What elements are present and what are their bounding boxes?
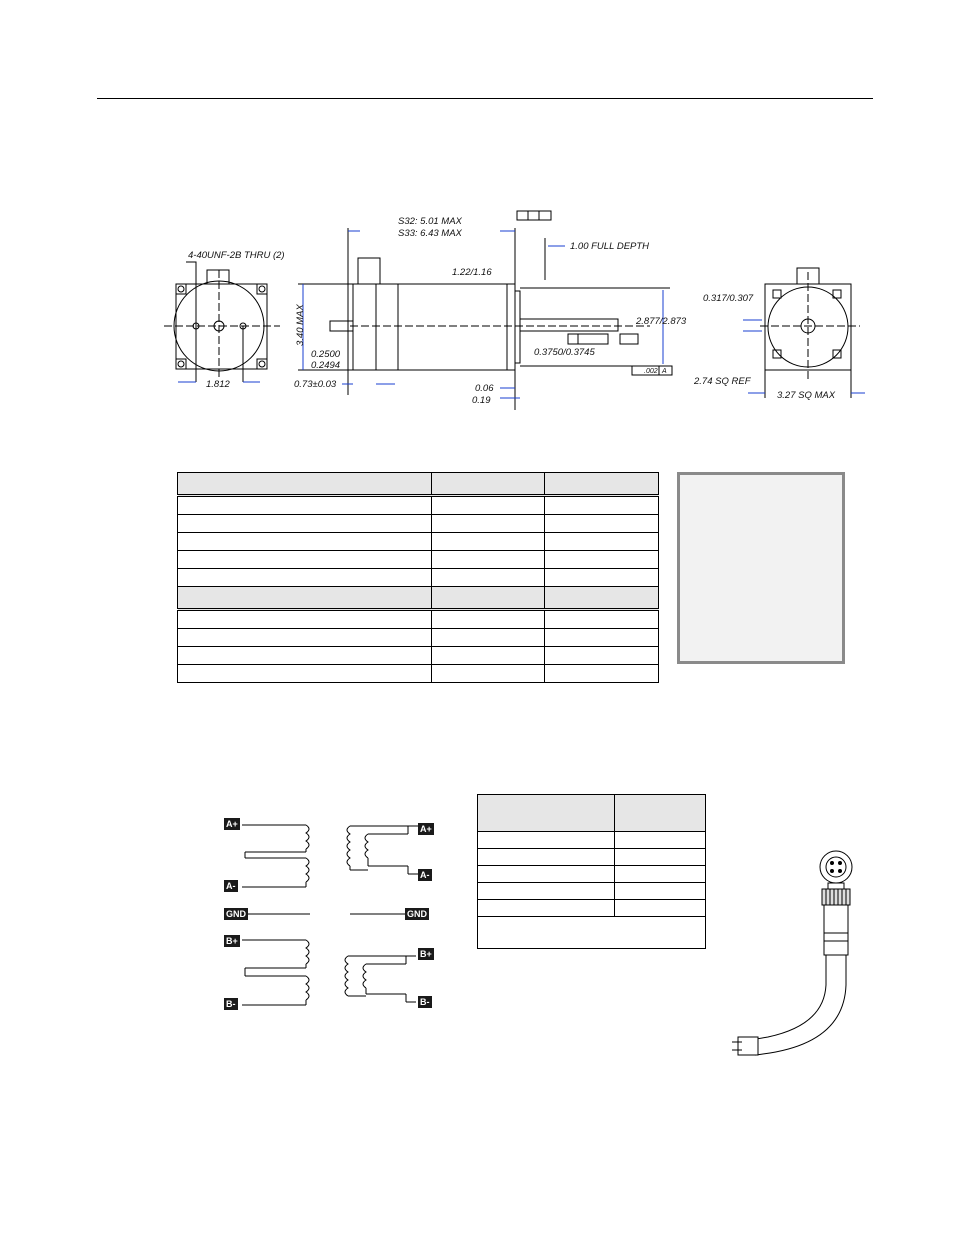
spec-table bbox=[177, 472, 659, 683]
dim-step-1: 0.06 bbox=[475, 383, 494, 394]
dim-sq-ref: 2.74 SQ REF bbox=[693, 376, 752, 387]
dim-height-max: 3.40 MAX bbox=[295, 304, 306, 346]
dim-full-depth: 1.00 FULL DEPTH bbox=[570, 241, 649, 252]
wire-label-a-minus-left: A- bbox=[224, 880, 238, 892]
table-row bbox=[477, 848, 707, 866]
table-row bbox=[177, 646, 659, 665]
table-row bbox=[177, 495, 659, 515]
header-rule bbox=[97, 98, 873, 99]
runout-label: .002 bbox=[644, 368, 658, 375]
table-row bbox=[177, 664, 659, 683]
dim-shaft-small-1: 0.2500 bbox=[311, 349, 341, 360]
wire-label-b-minus-right: B- bbox=[418, 996, 432, 1008]
wire-label-b-plus-left: B+ bbox=[224, 935, 240, 947]
wire-label-a-plus-left: A+ bbox=[224, 818, 240, 830]
table-row bbox=[177, 586, 659, 611]
dim-key-offset: 0.317/0.307 bbox=[703, 293, 754, 304]
table-row bbox=[477, 794, 707, 832]
table-row bbox=[177, 628, 659, 647]
wiring-diagram bbox=[242, 824, 420, 1006]
table-row bbox=[177, 514, 659, 533]
table-row bbox=[477, 916, 706, 949]
dim-sq-max: 3.27 SQ MAX bbox=[777, 390, 836, 401]
wire-label-gnd-left: GND bbox=[224, 908, 248, 920]
wire-label-b-minus-left: B- bbox=[224, 998, 238, 1010]
dim-pilot: 1.22/1.16 bbox=[452, 267, 492, 278]
table-row bbox=[477, 865, 707, 883]
table-row bbox=[177, 472, 659, 497]
dim-shaft-small-2: 0.2494 bbox=[311, 360, 340, 371]
table-row bbox=[477, 831, 707, 849]
dim-length-s33: S33: 6.43 MAX bbox=[398, 228, 463, 239]
wire-table bbox=[477, 794, 707, 949]
dim-length-s32: S32: 5.01 MAX bbox=[398, 216, 463, 227]
datum-label: A bbox=[661, 368, 667, 375]
table-row bbox=[177, 550, 659, 569]
dim-step-2: 0.19 bbox=[472, 395, 491, 406]
table-row bbox=[177, 568, 659, 587]
dim-tap: 4-40UNF-2B THRU (2) bbox=[188, 250, 285, 261]
table-row bbox=[477, 899, 707, 917]
wire-label-b-plus-right: B+ bbox=[418, 948, 434, 960]
dim-boss-dia: 2.877/2.873 bbox=[635, 316, 687, 327]
table-row bbox=[477, 882, 707, 900]
note-box bbox=[677, 472, 845, 664]
table-row bbox=[177, 532, 659, 551]
dim-shaft-dia: 0.3750/0.3745 bbox=[534, 347, 595, 358]
side-view-body bbox=[352, 283, 516, 371]
cable-connector-illustration bbox=[732, 850, 853, 1056]
table-row bbox=[177, 609, 659, 629]
dim-bolt-circle: 1.812 bbox=[206, 379, 230, 390]
wire-label-a-plus-right: A+ bbox=[418, 823, 434, 835]
wire-label-a-minus-right: A- bbox=[418, 869, 432, 881]
mechanical-drawing: S32: 5.01 MAX S33: 6.43 MAX 1.00 FULL DE… bbox=[164, 210, 865, 410]
dim-flange-thick: 0.73±0.03 bbox=[294, 379, 337, 390]
wire-label-gnd-right: GND bbox=[405, 908, 429, 920]
